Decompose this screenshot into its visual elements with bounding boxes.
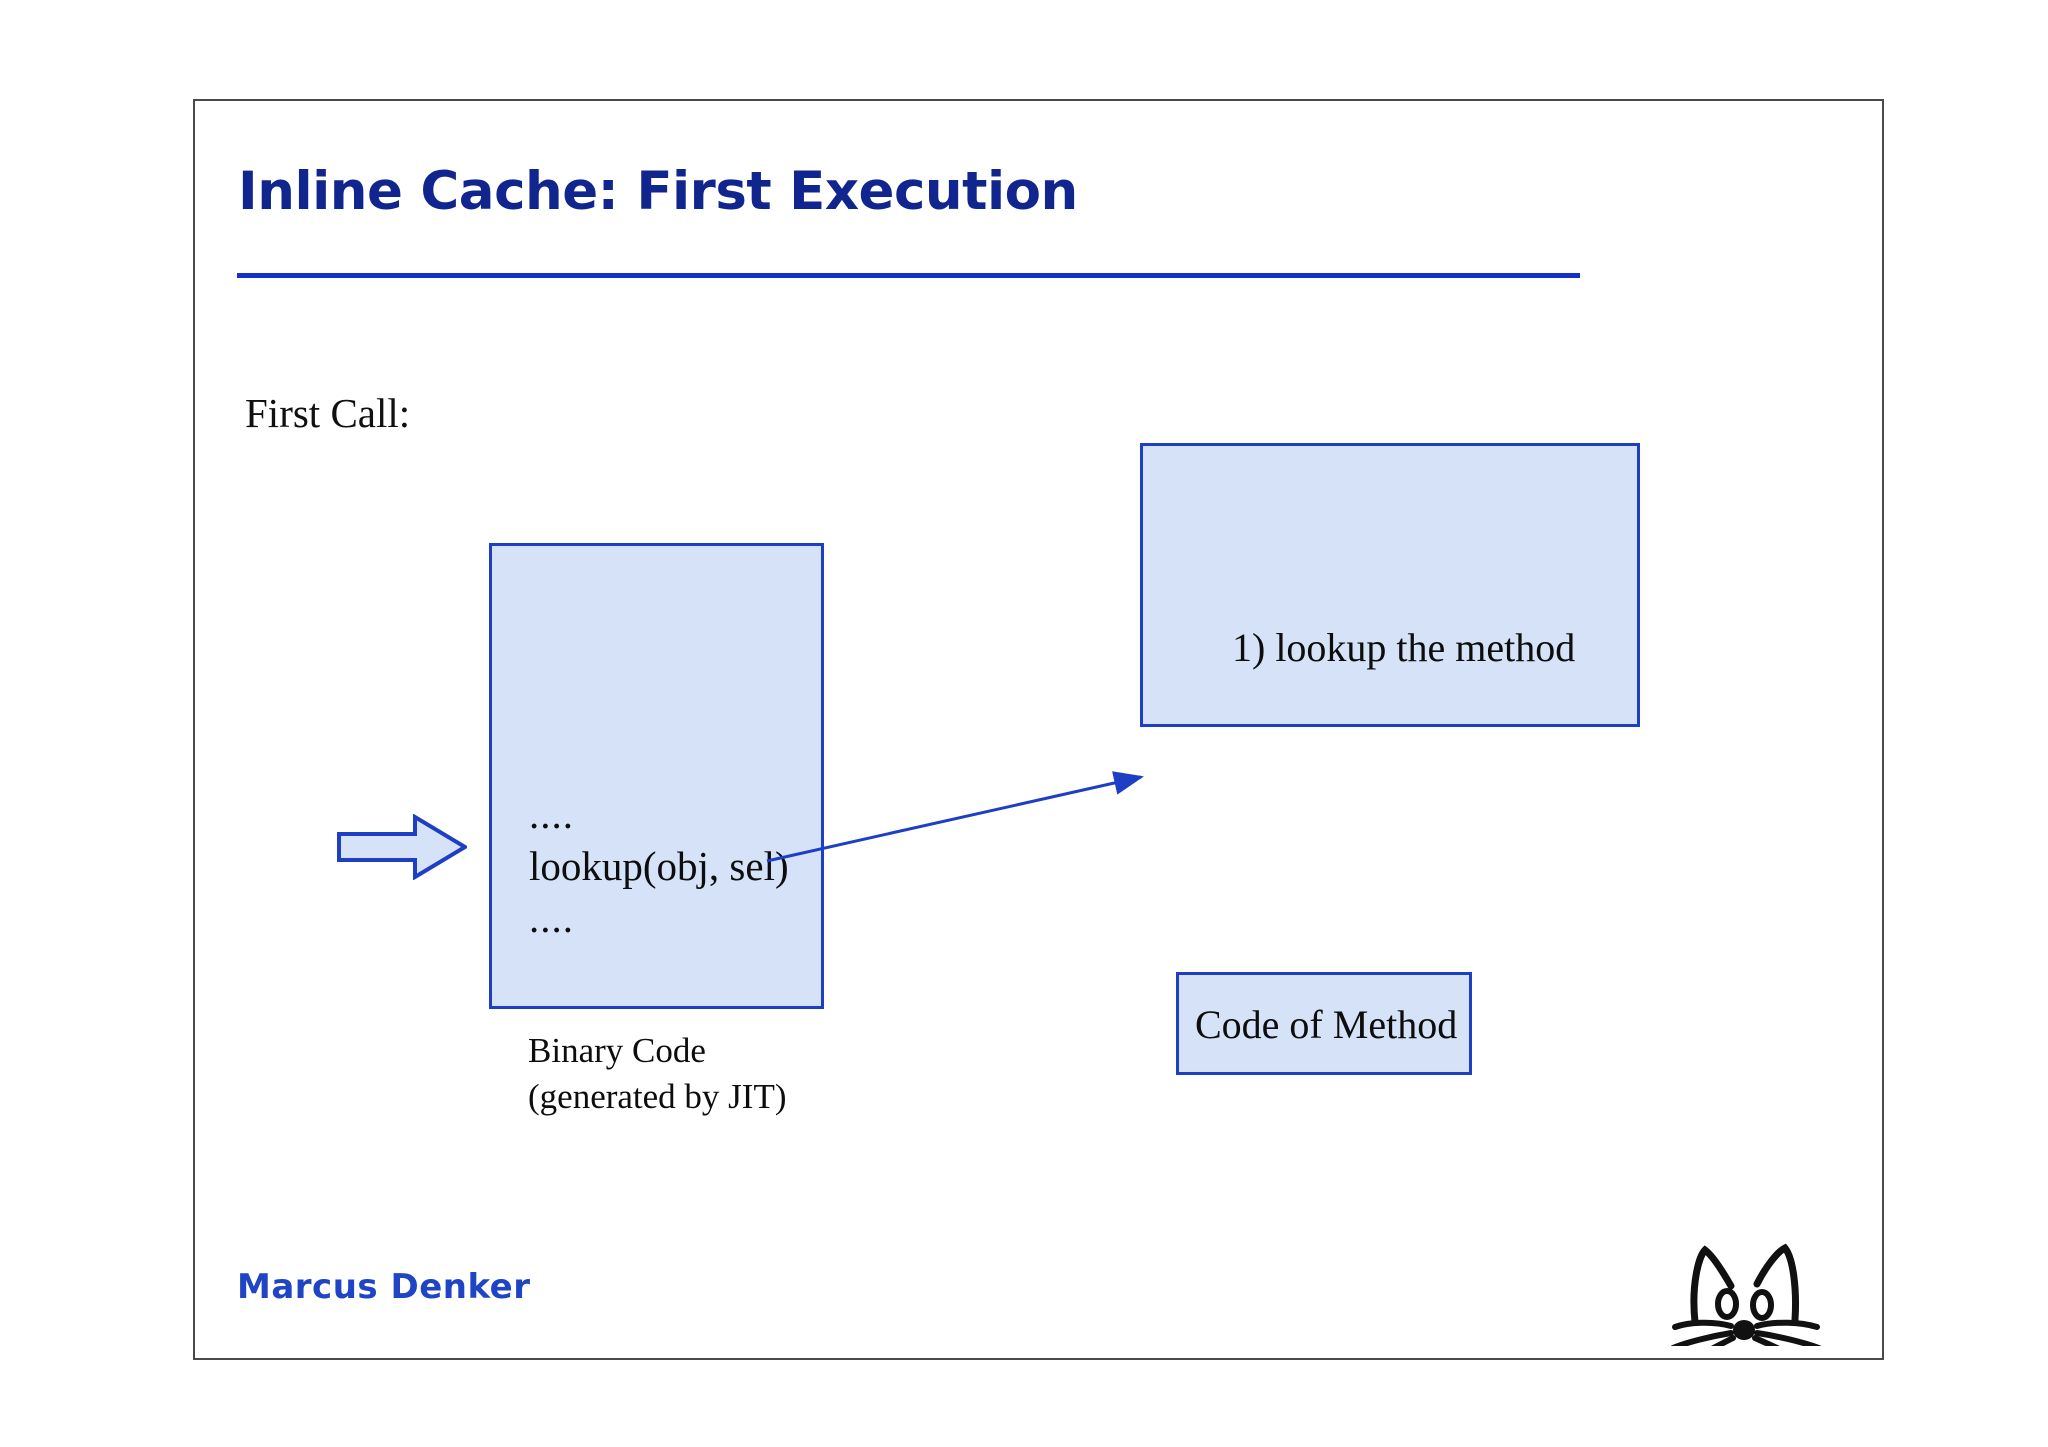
code-line-0: .... (529, 791, 574, 837)
cat-face-logo (1665, 1226, 1835, 1363)
lookup-method-box (1140, 443, 1640, 727)
lookup-method-label: 1) lookup the method (1232, 625, 1576, 670)
binary-code-text: .... lookup(obj, sel) .... (529, 788, 789, 944)
code-of-method-label: Code of Method (1195, 1002, 1458, 1047)
binary-code-caption: Binary Code (generated by JIT) (528, 1028, 786, 1120)
page-title: Inline Cache: First Execution (238, 161, 1078, 222)
code-line-2: .... (529, 895, 574, 941)
slide-canvas: Inline Cache: First Execution First Call… (193, 99, 1884, 1363)
section-label-first-call: First Call: (245, 390, 411, 436)
binary-caption-line-1: Binary Code (528, 1031, 706, 1070)
code-line-1: lookup(obj, sel) (529, 843, 789, 889)
binary-caption-line-2: (generated by JIT) (528, 1077, 787, 1116)
execution-entry-arrow (337, 813, 469, 881)
title-underline-rule (237, 273, 1580, 278)
author-name: Marcus Denker (237, 1267, 531, 1307)
code-of-method-box (1176, 972, 1472, 1075)
